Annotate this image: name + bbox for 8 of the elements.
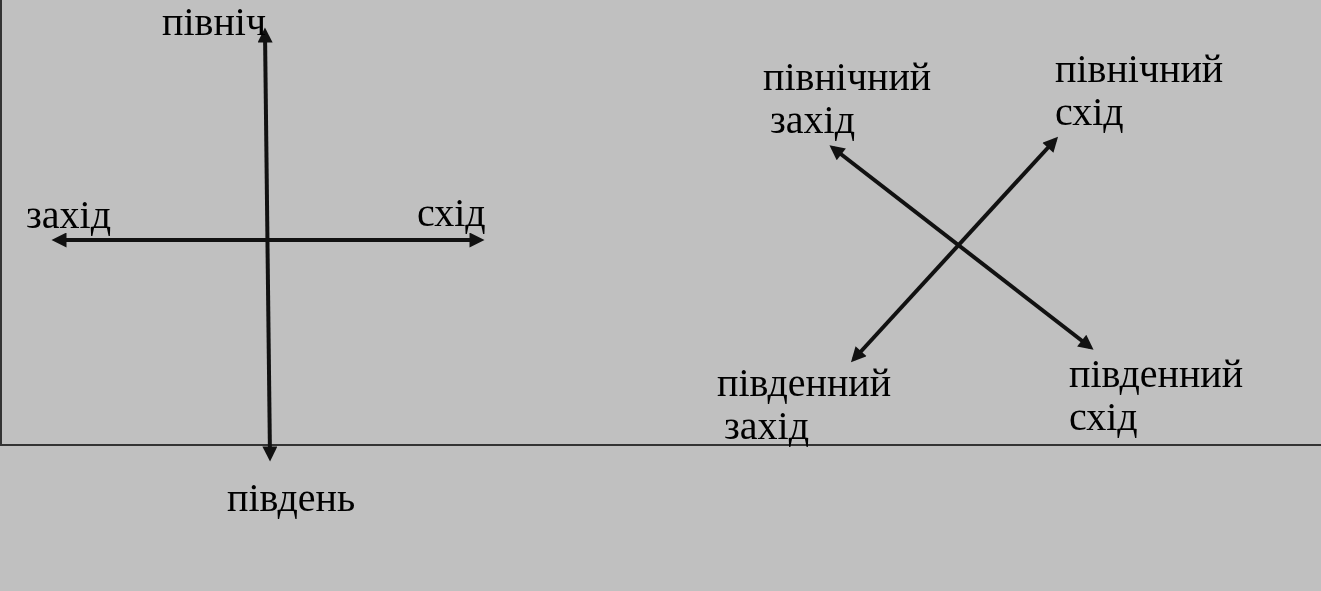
direction-label: північний схід	[1055, 47, 1224, 133]
direction-label: південний захід	[717, 361, 892, 447]
direction-label: південь	[227, 476, 356, 519]
direction-label: північ	[162, 0, 267, 43]
direction-label: південний схід	[1069, 352, 1244, 438]
direction-label: північний захід	[763, 55, 932, 141]
direction-label: схід	[417, 191, 486, 234]
direction-label: захід	[26, 193, 112, 236]
